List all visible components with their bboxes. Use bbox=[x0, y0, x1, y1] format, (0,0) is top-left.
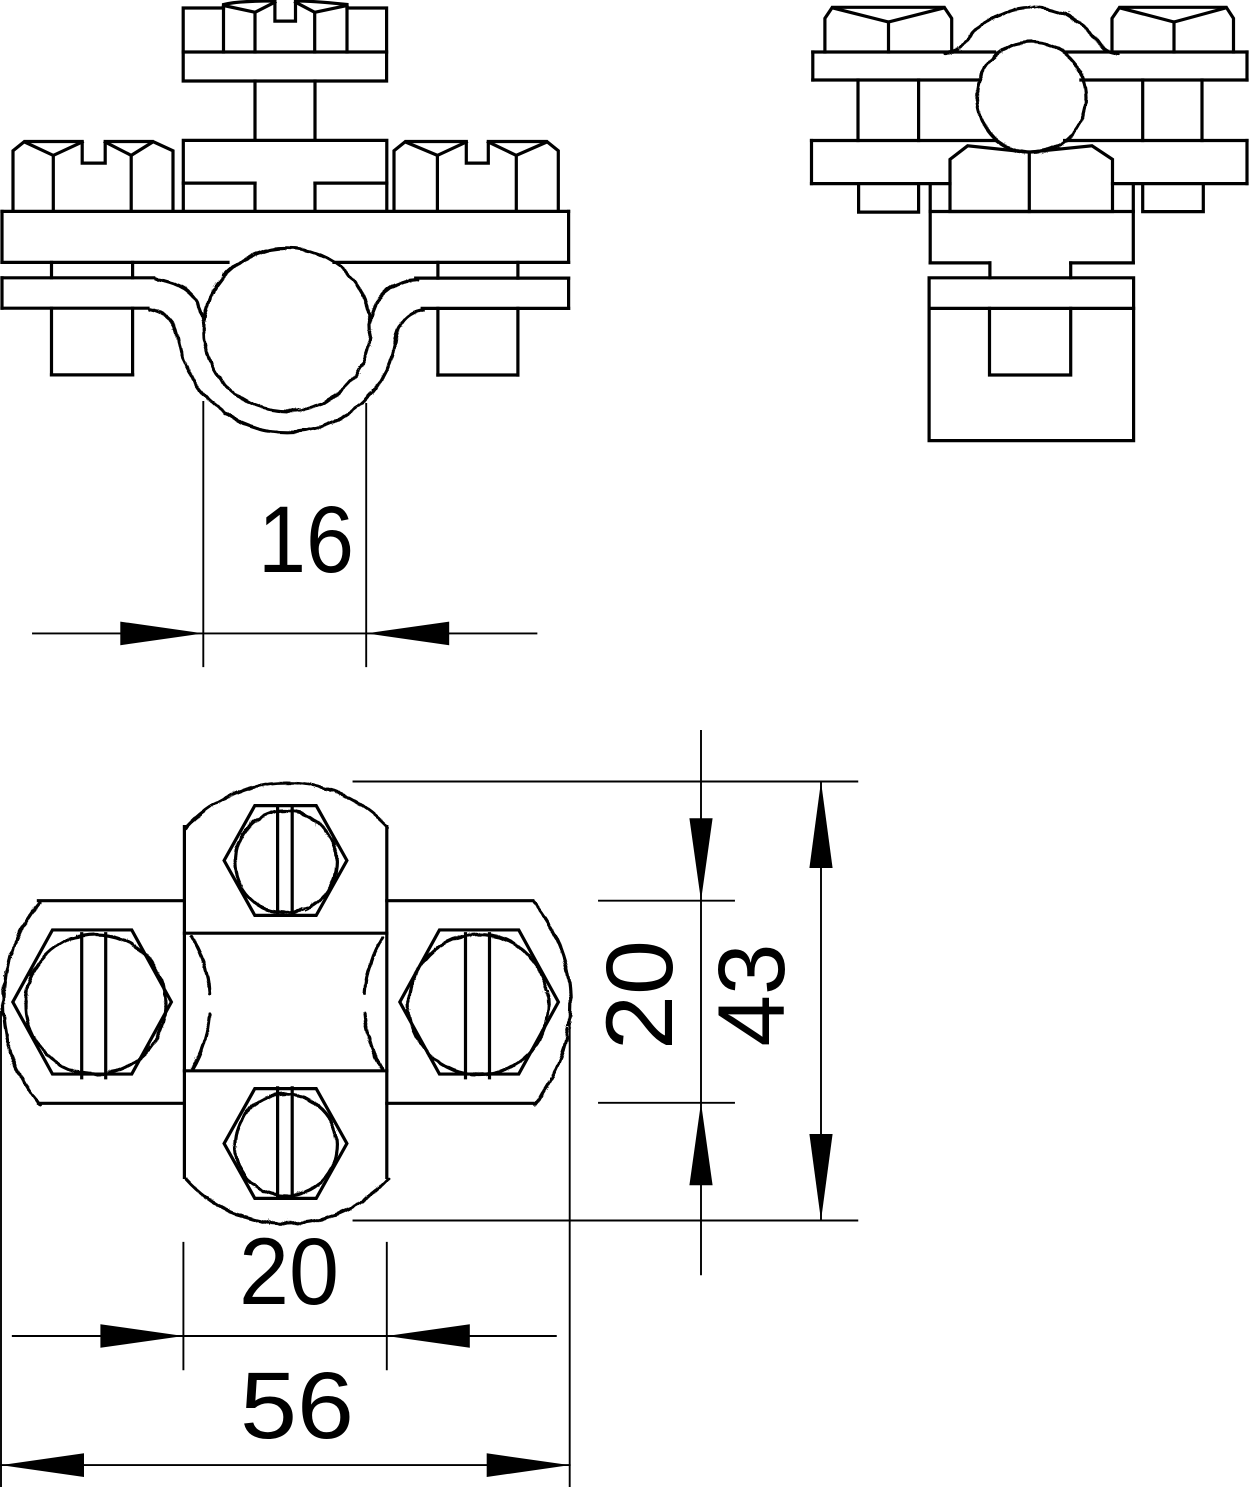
svg-text:20: 20 bbox=[239, 1219, 339, 1325]
svg-text:56: 56 bbox=[240, 1353, 354, 1459]
svg-text:20: 20 bbox=[587, 940, 693, 1050]
svg-text:43: 43 bbox=[699, 944, 805, 1047]
svg-text:16: 16 bbox=[258, 487, 354, 593]
